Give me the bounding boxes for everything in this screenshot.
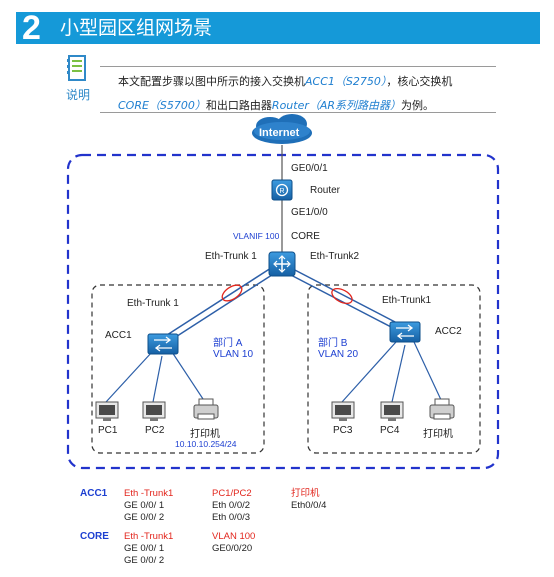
core-model-link: CORE（S5700） xyxy=(118,99,206,112)
acc1-pc-column: PC1/PC2 Eth 0/0/2 Eth 0/0/3 xyxy=(212,488,252,524)
core-device-label: CORE xyxy=(80,531,109,542)
vlan-b-label: VLAN 20 xyxy=(318,349,359,360)
core-trunk-head: Eth -Trunk1 xyxy=(124,531,174,542)
router-uplink-label: GE0/0/1 xyxy=(291,163,328,174)
acc2-printer-link xyxy=(413,341,443,403)
acc1-printer-head: 打印机 xyxy=(291,488,320,499)
acc1-pc-head: PC1/PC2 xyxy=(212,488,252,499)
section-number: 2 xyxy=(22,9,41,47)
section-title: 小型园区组网场景 xyxy=(60,17,213,39)
core-acc1-trunk-link xyxy=(170,272,276,341)
acc1-pc-port: Eth 0/0/2 xyxy=(212,500,251,511)
core-acc2-trunk-link xyxy=(286,272,394,329)
router-icon: R xyxy=(271,179,293,201)
acc2-label: ACC2 xyxy=(435,326,462,337)
acc1-trunk-port: GE 0/0/ 2 xyxy=(124,512,165,523)
acc1-device-label: ACC1 xyxy=(80,488,108,499)
acc1-trunk-label: Eth-Trunk 1 xyxy=(127,298,179,309)
pc1-label: PC1 xyxy=(98,425,118,436)
note-text-part: 和出口路由器 xyxy=(205,99,272,112)
vlanif-label: VLANIF 100 xyxy=(233,231,280,241)
printer-ip-label: 10.10.10.254/24 xyxy=(175,439,237,449)
acc1-pc-port: Eth 0/0/3 xyxy=(212,512,251,523)
lag-marker-acc2 xyxy=(331,287,353,305)
acc1-pc2-link xyxy=(152,355,163,403)
core-label: CORE xyxy=(291,231,320,242)
pc2-icon xyxy=(142,401,166,421)
core-trunk1-label: Eth-Trunk 1 xyxy=(205,251,257,262)
pc4-label: PC4 xyxy=(380,425,400,436)
department-a-label: 部门 A xyxy=(213,338,243,349)
acc1-printer-port: Eth0/0/4 xyxy=(291,500,327,511)
pc1-icon xyxy=(95,401,119,421)
core-trunk-port: GE 0/0/ 2 xyxy=(124,555,165,566)
core-vlan-column: VLAN 100 GE0/0/20 xyxy=(212,531,255,555)
core-trunk-column: Eth -Trunk1 GE 0/0/ 1 GE 0/0/ 2 xyxy=(124,531,173,567)
acc-model-link: ACC1（S2750） xyxy=(305,75,387,88)
note-text-part: 本文配置步骤以图中所示的接入交换机 xyxy=(118,75,305,88)
acc1-trunk-head: Eth -Trunk1 xyxy=(124,488,174,499)
printer-icon xyxy=(193,398,219,420)
department-b-boundary xyxy=(307,284,481,454)
acc1-printer-column: 打印机 Eth0/0/4 xyxy=(291,488,326,512)
note-divider-top xyxy=(100,66,496,67)
note-icon xyxy=(67,55,86,81)
acc1-pc1-link xyxy=(105,351,153,403)
core-vlan-port: GE0/0/20 xyxy=(212,543,253,554)
core-switch-icon xyxy=(268,251,296,277)
vlan-a-label: VLAN 10 xyxy=(213,349,254,360)
core-trunk-port: GE 0/0/ 1 xyxy=(124,543,165,554)
section-banner: 2 小型园区组网场景 xyxy=(16,9,540,47)
printer-a-label: 打印机 xyxy=(190,429,220,440)
acc2-pc4-link xyxy=(391,344,406,403)
pc4-icon xyxy=(380,401,404,421)
lag-marker-acc1 xyxy=(221,284,243,302)
acc1-trunk-port: GE 0/0/ 1 xyxy=(124,500,165,511)
acc1-switch-icon xyxy=(147,333,179,355)
note-label: 说明 xyxy=(66,88,91,102)
pc2-label: PC2 xyxy=(145,425,165,436)
core-vlan-head: VLAN 100 xyxy=(212,531,256,542)
router-model-link: Router（AR系列路由器） xyxy=(271,99,402,112)
note-divider-bottom xyxy=(100,112,496,113)
acc1-printer-link xyxy=(171,351,206,403)
router-label: Router xyxy=(310,185,341,196)
core-acc1-trunk-link xyxy=(166,267,272,336)
pc3-icon xyxy=(331,401,355,421)
note-text-part: 为例。 xyxy=(401,99,435,112)
core-trunk2-label: Eth-Trunk2 xyxy=(310,251,360,262)
department-b-label: 部门 B xyxy=(318,338,348,349)
acc2-switch-icon xyxy=(389,321,421,343)
note-text-part: ，核心交换机 xyxy=(386,75,453,88)
internet-cloud-icon xyxy=(252,114,312,144)
campus-boundary xyxy=(66,153,500,470)
printer-icon xyxy=(429,398,455,420)
acc1-label: ACC1 xyxy=(105,330,132,341)
internet-label: Internet xyxy=(259,127,300,139)
acc1-trunk-column: Eth -Trunk1 GE 0/0/ 1 GE 0/0/ 2 xyxy=(124,488,173,524)
router-downlink-label: GE1/0/0 xyxy=(291,207,328,218)
svg-text:R: R xyxy=(279,188,284,195)
pc3-label: PC3 xyxy=(333,425,353,436)
core-acc2-trunk-link xyxy=(290,267,398,324)
note-text: 本文配置步骤以图中所示的接入交换机ACC1（S2750），核心交换机 CORE（… xyxy=(118,70,508,118)
printer-b-label: 打印机 xyxy=(423,429,453,440)
acc2-pc3-link xyxy=(341,341,397,403)
acc2-trunk-label: Eth-Trunk1 xyxy=(382,295,432,306)
department-a-boundary xyxy=(91,284,265,454)
